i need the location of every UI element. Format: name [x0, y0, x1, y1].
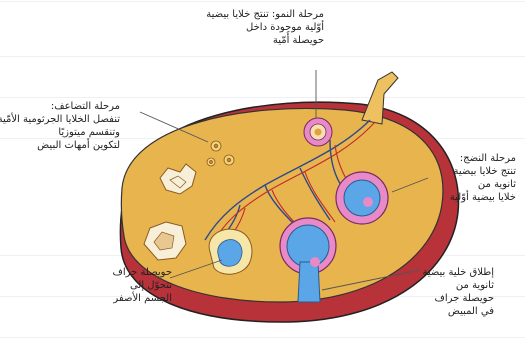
- label-maturation-stage: مرحلة النضج: تنتج خلايا بيضية ثانوية من …: [424, 152, 516, 204]
- corpus-luteum-forming: [209, 229, 252, 274]
- primary-follicle: [304, 118, 332, 146]
- label-corpus-luteum: حويصلة جراف تتحوّل إلى الجسم الأصفر: [92, 266, 172, 305]
- label-proliferation-stage: مرحلة التضاعف: تنفصل الخلايا الجرثومية ا…: [10, 100, 120, 152]
- label-ovulation: إطلاق خلية بيضية ثانوية من حويصلة جراف ف…: [412, 266, 494, 318]
- secondary-follicle: [336, 172, 388, 224]
- label-growth-stage: مرحلة النمو: تنتج خلايا بيضية أوّلية موج…: [228, 8, 324, 47]
